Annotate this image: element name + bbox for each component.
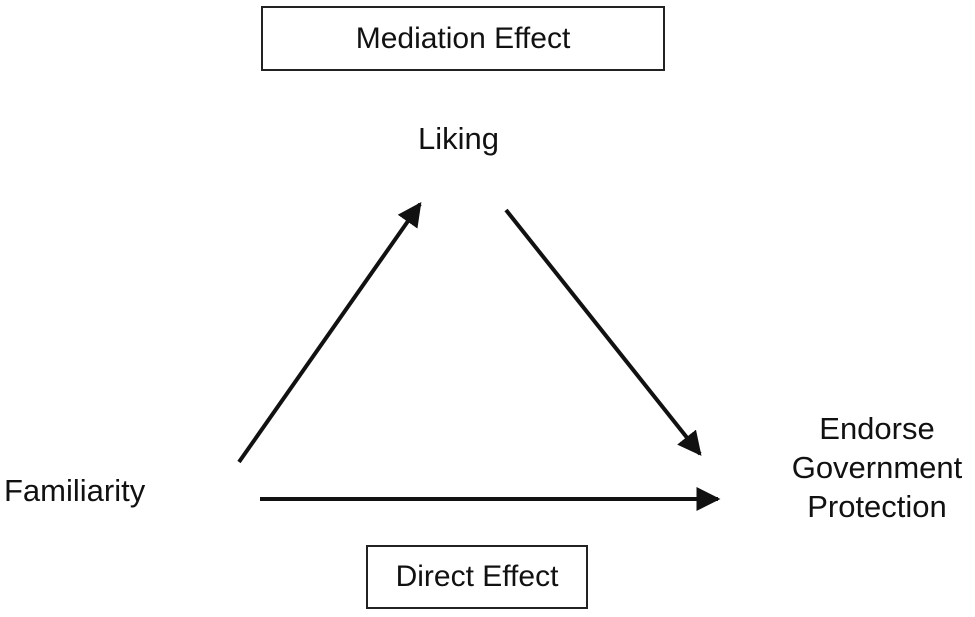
arrow-liking-to-outcome <box>504 208 702 456</box>
familiarity-node: Familiarity <box>4 473 146 508</box>
mediation-effect-box: Mediation Effect <box>261 6 665 71</box>
outcome-line-1: Endorse <box>819 411 935 446</box>
endorse-government-protection-node: Endorse Government Protection <box>783 410 971 526</box>
outcome-line-3: Protection <box>807 488 947 524</box>
outcome-line-2: Government <box>791 449 963 485</box>
arrow-familiarity-to-liking <box>237 202 422 464</box>
direct-effect-box: Direct Effect <box>366 545 588 609</box>
liking-node: Liking <box>418 121 499 156</box>
direct-effect-label: Direct Effect <box>395 560 559 593</box>
mediation-effect-label: Mediation Effect <box>355 21 571 55</box>
